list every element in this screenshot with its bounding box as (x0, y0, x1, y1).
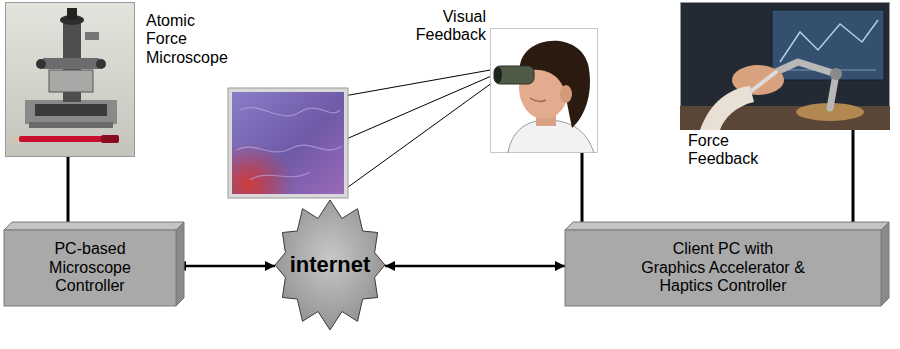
network-label: internet (290, 252, 371, 277)
surface-texture (236, 108, 342, 180)
client-box: Client PC with Graphics Accelerator & Ha… (565, 230, 881, 306)
viewer-photo-part (530, 98, 546, 101)
haptic-photo-part (780, 20, 878, 62)
connector-line (581, 153, 584, 230)
box-faces-part (881, 222, 889, 306)
microscope-photo-part (11, 136, 19, 142)
microscope-photo-part (96, 59, 106, 69)
box-faces-part (176, 222, 184, 306)
microscope-photo-part (35, 104, 107, 116)
haptic-photo-part (776, 62, 836, 108)
leader-line (344, 69, 496, 96)
force-feedback-node: Force Feedback (680, 2, 890, 130)
microscope-photo-part (29, 122, 113, 128)
microscope-photo-part (101, 135, 119, 143)
double-arrow (176, 265, 275, 268)
box-faces-part (4, 222, 184, 230)
box-text: Client PC with Graphics Accelerator & Ha… (639, 240, 807, 295)
internet-cloud: internet (275, 200, 385, 330)
connector-line (852, 130, 855, 230)
microscope-photo (5, 2, 135, 157)
microscope-photo-part (43, 58, 99, 69)
leader-lines (344, 69, 496, 190)
microscope-photo-part (49, 70, 93, 92)
starburst-shape-part (275, 200, 385, 330)
surface-image (232, 92, 344, 194)
box-text: PC-based Microscope Controller (38, 240, 142, 295)
controller-box: PC-based Microscope Controller (4, 230, 176, 306)
surface-highlight (232, 92, 344, 194)
haptic-photo (680, 2, 890, 130)
leader-line (344, 80, 496, 190)
box-faces-part (565, 230, 881, 306)
box-faces-part (565, 222, 889, 230)
leader-line (344, 74, 496, 140)
node-label: Visual Feedback (406, 8, 486, 45)
microscope-photo-part (25, 100, 117, 124)
haptic-photo-part (750, 72, 776, 92)
microscope-node: Atomic Force Microscope (5, 2, 135, 157)
microscope-photo-part (36, 59, 46, 69)
haptic-photo-part (681, 3, 890, 130)
inset-frame (228, 88, 348, 198)
viewer-photo-part (491, 29, 598, 153)
viewer-photo-part (494, 67, 502, 83)
microscope-photo-part (67, 8, 77, 20)
double-arrow (385, 265, 565, 268)
visual-feedback-node: Visual Feedback (490, 28, 598, 153)
viewer-photo (490, 28, 598, 153)
microscope-photo-part (19, 136, 105, 142)
viewer-photo-part (520, 41, 590, 128)
node-label: Atomic Force Microscope (146, 12, 238, 67)
microscope-photo-part (6, 3, 135, 157)
haptic-photo-part (830, 68, 842, 80)
haptic-photo-part (700, 86, 754, 130)
node-text-area: internet (275, 200, 385, 330)
viewer-photo-part (560, 85, 572, 103)
viewer-photo-part (494, 66, 534, 84)
node-label: Force Feedback (688, 132, 770, 169)
box-faces-part (4, 230, 176, 306)
microscope-photo-part (85, 32, 99, 40)
connector-line (67, 157, 70, 230)
node-text-area: Client PC with Graphics Accelerator & Ha… (565, 230, 881, 306)
node-text-area: PC-based Microscope Controller (4, 230, 176, 306)
